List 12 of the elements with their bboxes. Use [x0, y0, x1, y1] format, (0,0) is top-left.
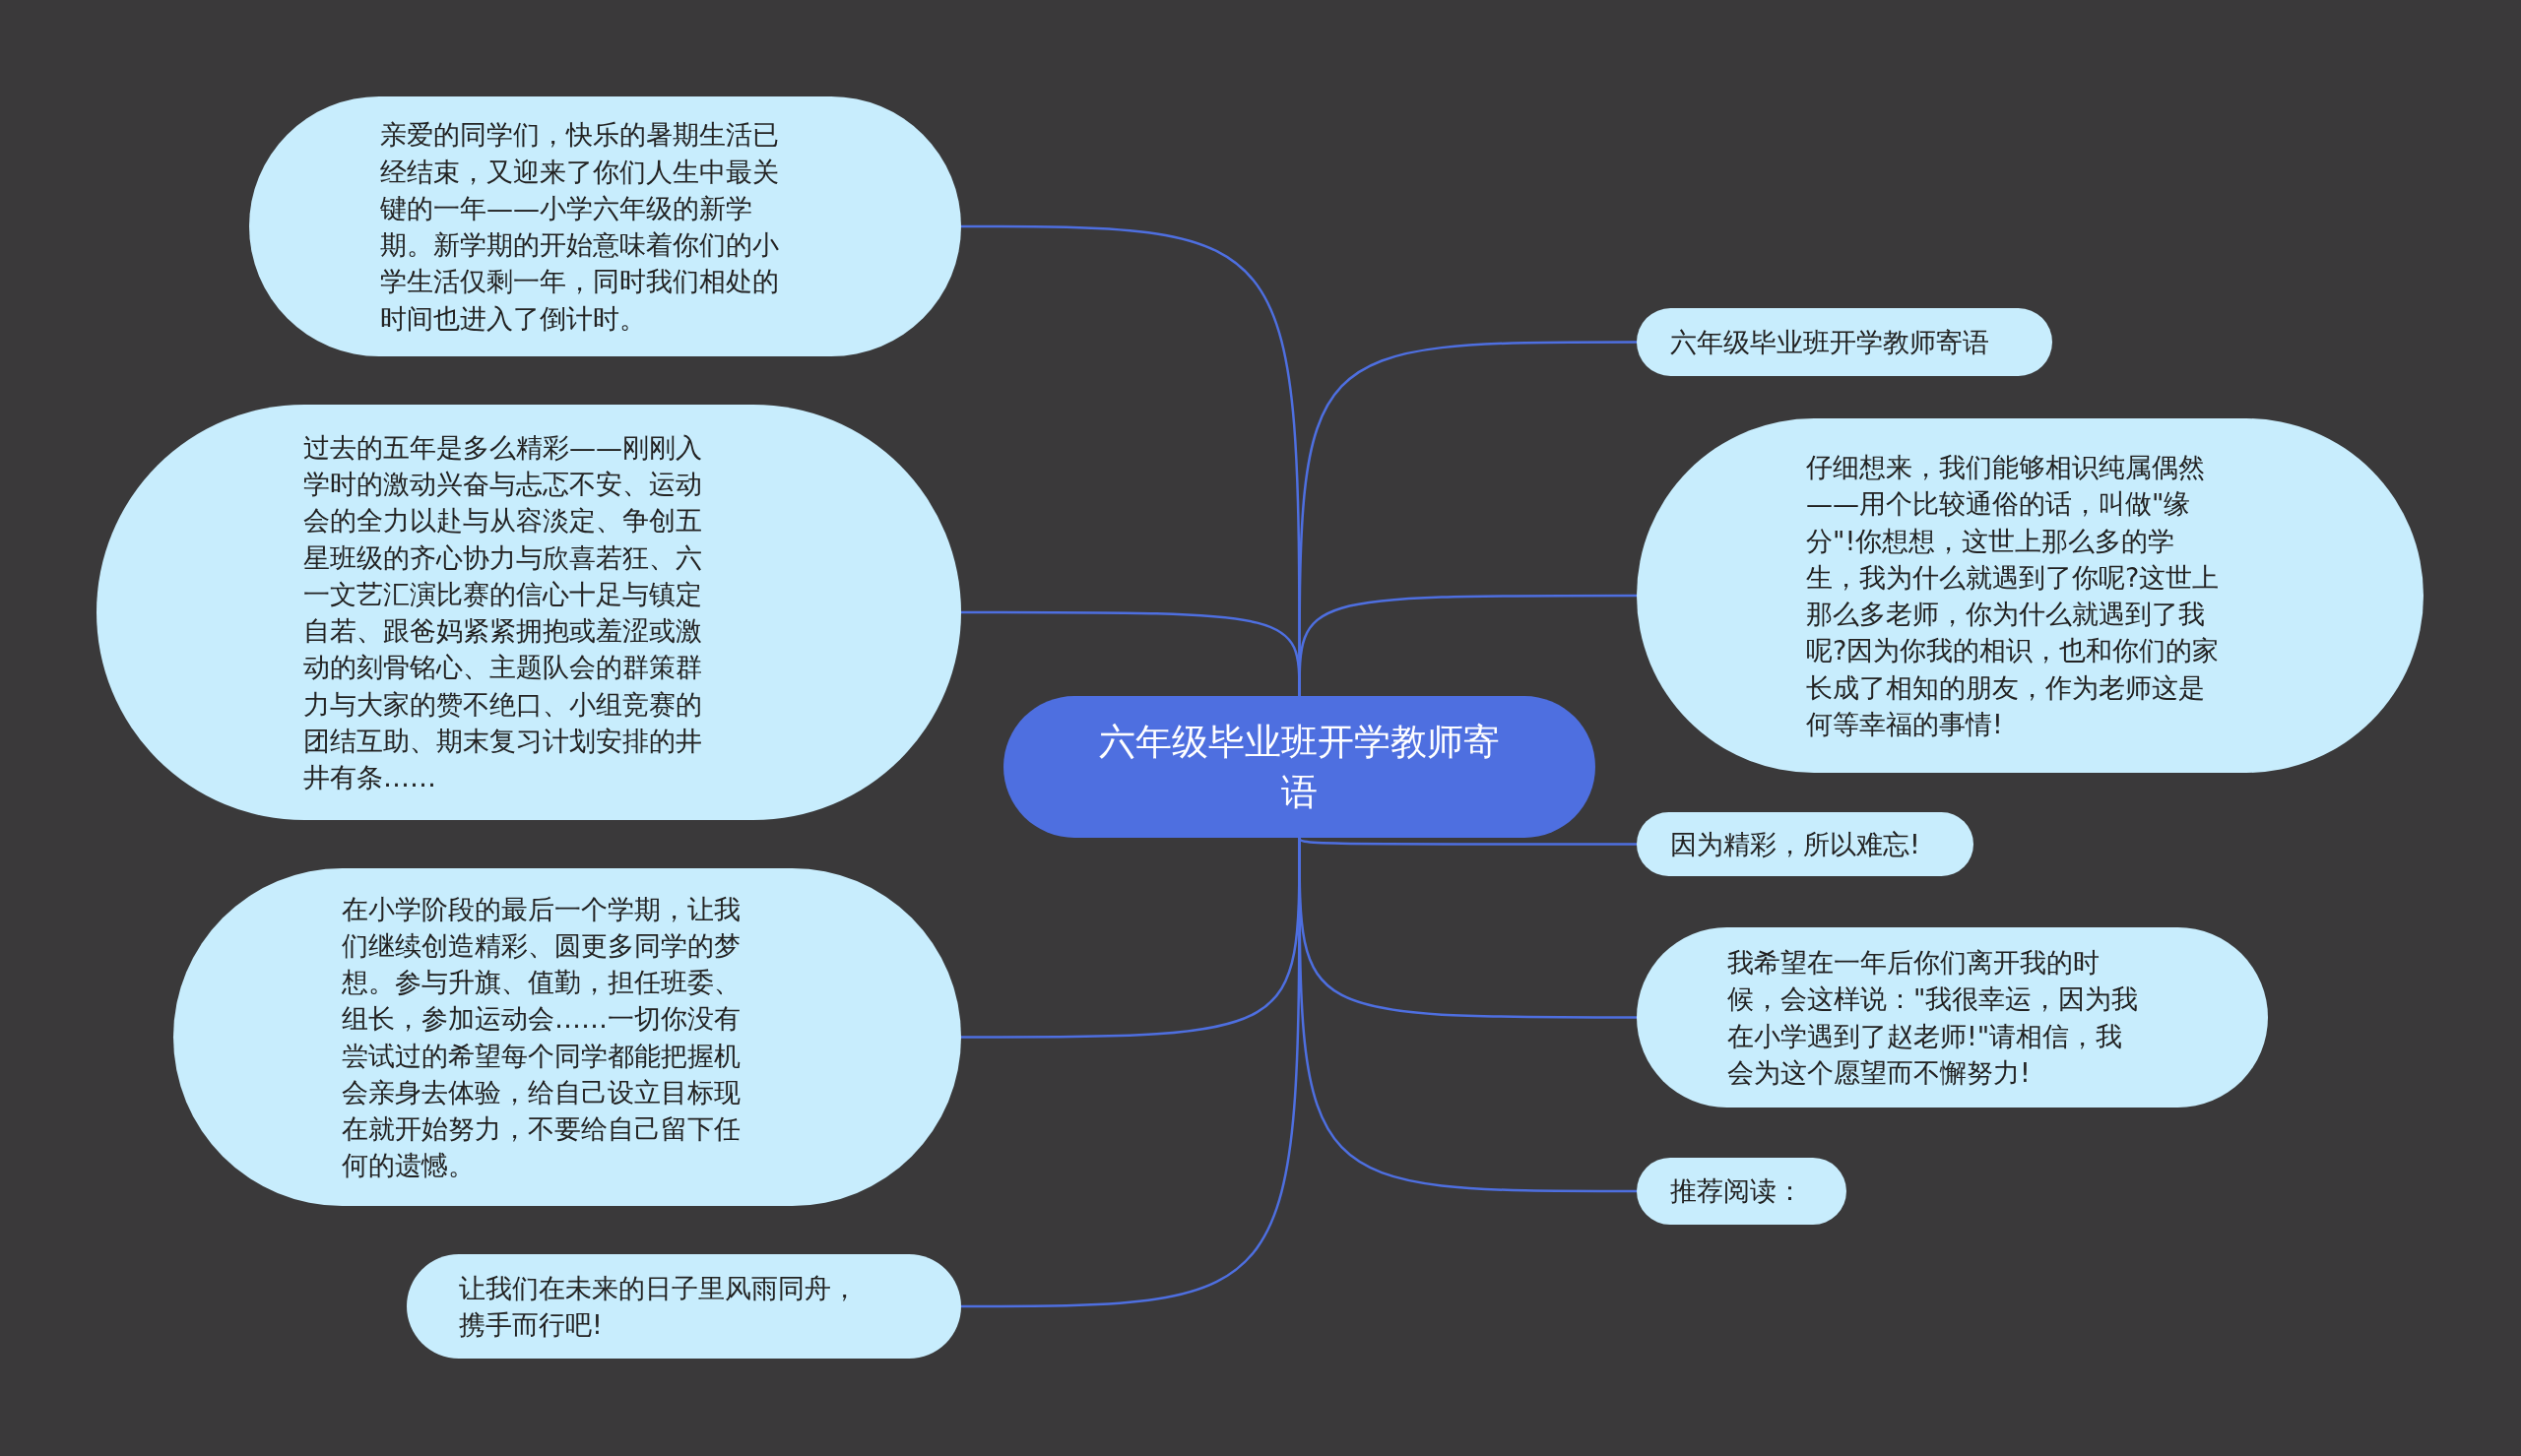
topic-text: 让我们在未来的日子里风雨同舟，携手而行吧!: [459, 1271, 859, 1342]
topic-text: 六年级毕业班开学教师寄语: [1670, 325, 1989, 359]
topic-text: 六年级毕业班开学教师寄语: [1098, 719, 1501, 815]
connector-line: [1298, 837, 1637, 846]
connector-line: [1298, 594, 1637, 696]
topic-text: 过去的五年是多么精彩——刚刚入学时的激动兴奋与忐忑不安、运动会的全力以赴与从容淡定、争创五星班级的齐心协力与欣喜若狂、六一文艺汇演比赛的信心十足与镇定自若、跟爸妈紧紧拥抱或羞涩或激动的刻骨铭心、主题队会的群策群力与大家的赞不绝口、小组竞赛的团结互助、期末复习计划安排的井井有条……: [303, 430, 703, 794]
topic-text: 在小学阶段的最后一个学期，让我们继续创造精彩、圆更多同学的梦想。参与升旗、值勤，担任班委、组长，参加运动会……一切你没有尝试过的希望每个同学都能把握机会亲身去体验，给自己设立目标现在就开始努力，不要给自己留下任何的遗憾。: [342, 892, 742, 1183]
topic-text: 因为精彩，所以难忘!: [1670, 827, 1920, 861]
topic-text: 仔细想来，我们能够相识纯属偶然——用个比较通俗的话，叫做"缘分"!你想想，这世上那么多的学生，我为什么就遇到了你呢?这世上那么多老师，你为什么就遇到了我呢?因为你我的相识，也和你们的家长成了相知的朋友，作为老师这是何等幸福的事情!: [1806, 451, 2221, 741]
topic-text: 我希望在一年后你们离开我的时候，会这样说："我很幸运，因为我在小学遇到了赵老师!"请相信，我会为这个愿望而不懈努力!: [1727, 946, 2140, 1090]
topic-text: 亲爱的同学们，快乐的暑期生活已经结束，又迎来了你们人生中最关键的一年——小学六年级的新学期。新学期的开始意味着你们的小学生活仅剩一年，同时我们相处的时间也进入了倒计时。: [380, 118, 780, 336]
topic-text: 推荐阅读：: [1670, 1174, 1803, 1209]
